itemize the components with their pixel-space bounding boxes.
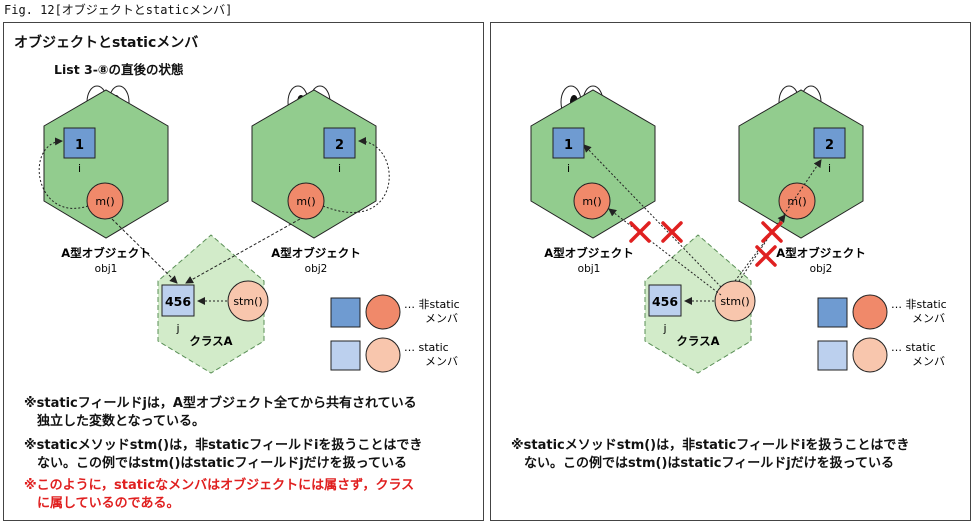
class-a-label: クラスA bbox=[189, 334, 232, 348]
legend-static-field bbox=[817, 340, 848, 371]
obj1-field-value: 1 bbox=[564, 138, 573, 153]
obj1-type-label: A型オブジェクト bbox=[61, 246, 150, 260]
obj2-method-label: m() bbox=[296, 195, 315, 208]
left-panel: オブジェクトとstaticメンバ List 3-⑧の直後の状態 1 i m() … bbox=[3, 22, 484, 521]
obj1-field-name: i bbox=[567, 162, 570, 175]
arrow-obj2-to-j bbox=[185, 218, 301, 284]
cross-icon bbox=[755, 245, 777, 267]
legend-static-label-2: メンバ bbox=[425, 355, 458, 368]
obj2-field-i bbox=[323, 127, 356, 159]
obj2-self-arrow bbox=[322, 137, 390, 213]
class-a-hexagon bbox=[157, 234, 265, 374]
obj2-type-label: A型オブジェクト bbox=[776, 246, 865, 260]
class-static-field-j bbox=[648, 284, 682, 317]
class-a-hexagon bbox=[644, 234, 752, 374]
legend-nonstatic-method bbox=[365, 294, 401, 330]
legend-static-label-1: … static bbox=[404, 341, 449, 354]
cross-icon bbox=[661, 221, 683, 243]
obj2-name: obj2 bbox=[810, 263, 833, 275]
note-line: に属しているのである。 bbox=[24, 496, 180, 511]
figure-caption: Fig. 12[オブジェクトとstaticメンバ] bbox=[4, 3, 233, 17]
cross-icon bbox=[629, 221, 651, 243]
class-field-name: j bbox=[662, 322, 666, 335]
obj2-field-value: 2 bbox=[825, 138, 834, 153]
note-line: 独立した変数となっている。 bbox=[24, 414, 205, 429]
obj2-name: obj2 bbox=[305, 263, 328, 275]
class-method-label: stm() bbox=[233, 295, 262, 308]
arrow-stm-to-obj1-m bbox=[608, 208, 722, 296]
obj2-object: 2 i m() bbox=[251, 85, 390, 239]
obj1-type-label: A型オブジェクト bbox=[544, 246, 633, 260]
obj2-type-label: A型オブジェクト bbox=[271, 246, 360, 260]
panel-title: オブジェクトとstaticメンバ bbox=[14, 35, 199, 51]
obj1-field-i bbox=[552, 127, 585, 159]
legend-static-field bbox=[330, 340, 361, 371]
obj1-method-m bbox=[86, 182, 124, 220]
obj2-field-name: i bbox=[828, 162, 831, 175]
cross-icon bbox=[761, 221, 783, 243]
legend-nonstatic-method bbox=[852, 294, 888, 330]
obj1-method-label: m() bbox=[95, 195, 114, 208]
class-method-label: stm() bbox=[720, 295, 749, 308]
panel-subtitle: List 3-⑧の直後の状態 bbox=[54, 62, 184, 77]
class-a-label: クラスA bbox=[676, 334, 719, 348]
class-static-method-stm bbox=[227, 280, 269, 322]
class-field-value: 456 bbox=[652, 294, 678, 309]
obj1-object: 1 i m() bbox=[38, 85, 169, 239]
obj2-field-value: 2 bbox=[335, 138, 344, 153]
obj2-field-i bbox=[813, 127, 846, 159]
obj1-object: 1 i m() bbox=[530, 85, 656, 239]
obj1-hexagon bbox=[43, 89, 169, 239]
class-static-field-j bbox=[161, 284, 195, 317]
legend-nonstatic-label-1: … 非static bbox=[404, 298, 460, 311]
right-panel: 1 i m() A型オブジェクト obj1 2 i m() A型オブジェクト o… bbox=[490, 22, 971, 521]
obj1-hexagon bbox=[530, 89, 656, 239]
class-field-name: j bbox=[175, 322, 179, 335]
class-field-value: 456 bbox=[165, 294, 191, 309]
legend-static-method bbox=[852, 337, 888, 373]
note-line: ※staticメソッドstm()は，非staticフィールドiを扱うことはでき bbox=[511, 438, 910, 453]
obj2-method-m bbox=[778, 182, 816, 220]
note-line: ※staticフィールドjは，A型オブジェクト全てから共有されている bbox=[24, 396, 417, 411]
legend-nonstatic-field bbox=[330, 297, 361, 328]
obj2-method-m bbox=[287, 182, 325, 220]
note-static-method: ※staticメソッドstm()は，非staticフィールドiを扱うことはでき … bbox=[511, 437, 909, 473]
obj1-field-name: i bbox=[78, 162, 81, 175]
note-conclusion: ※このように，staticなメンバはオブジェクトには属さず，クラス に属している… bbox=[24, 477, 414, 513]
obj1-field-value: 1 bbox=[75, 138, 84, 153]
obj1-field-i bbox=[63, 127, 96, 159]
legend-nonstatic-field bbox=[817, 297, 848, 328]
legend-static-label-1: … static bbox=[891, 341, 936, 354]
note-line: ない。この例ではstm()はstaticフィールドjだけを扱っている bbox=[24, 456, 408, 471]
left-diagram: 1 i m() A型オブジェクト obj1 2 i m() A型オブジェクト o… bbox=[38, 85, 460, 374]
right-diagram: 1 i m() A型オブジェクト obj1 2 i m() A型オブジェクト o… bbox=[530, 85, 947, 374]
arrow-obj1-to-j bbox=[111, 218, 178, 284]
legend-static-label-2: メンバ bbox=[912, 355, 945, 368]
note-static-field: ※staticフィールドjは，A型オブジェクト全てから共有されている 独立した変… bbox=[24, 395, 417, 431]
legend-nonstatic-label-2: メンバ bbox=[425, 312, 458, 325]
note-static-method: ※staticメソッドstm()は，非staticフィールドiを扱うことはでき … bbox=[24, 437, 422, 473]
legend-nonstatic-label-2: メンバ bbox=[912, 312, 945, 325]
obj1-name: obj1 bbox=[95, 263, 118, 275]
obj2-object: 2 i m() bbox=[738, 85, 864, 239]
obj2-method-label: m() bbox=[787, 195, 806, 208]
arrow-stm-to-obj1-i bbox=[583, 144, 722, 288]
note-line: ※このように，staticなメンバはオブジェクトには属さず，クラス bbox=[24, 478, 415, 493]
legend-static-method bbox=[365, 337, 401, 373]
obj2-hexagon bbox=[251, 89, 377, 239]
obj2-field-name: i bbox=[338, 162, 341, 175]
legend-nonstatic-label-1: … 非static bbox=[891, 298, 947, 311]
obj1-method-m bbox=[573, 182, 611, 220]
obj2-hexagon bbox=[738, 89, 864, 239]
obj1-method-label: m() bbox=[582, 195, 601, 208]
note-line: ない。この例ではstm()はstaticフィールドjだけを扱っている bbox=[511, 456, 895, 471]
obj1-self-arrow bbox=[38, 137, 89, 209]
obj1-name: obj1 bbox=[578, 263, 601, 275]
note-line: ※staticメソッドstm()は，非staticフィールドiを扱うことはでき bbox=[24, 438, 423, 453]
